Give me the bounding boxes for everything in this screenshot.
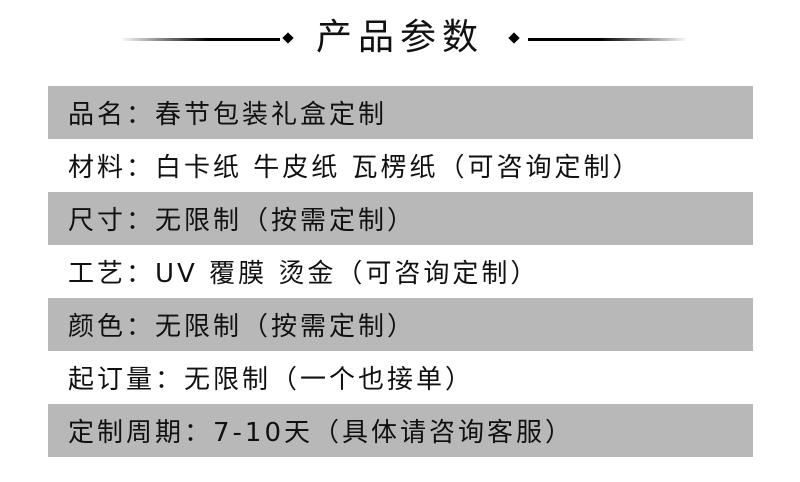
param-row-text: 工艺：UV 覆膜 烫金（可咨询定制） bbox=[68, 259, 540, 289]
param-row-craft: 工艺：UV 覆膜 烫金（可咨询定制） bbox=[48, 245, 753, 298]
param-row-name: 品名：春节包装礼盒定制 bbox=[48, 86, 753, 139]
param-row-moq: 起订量：无限制（一个也接单） bbox=[48, 351, 753, 404]
decorative-line-left bbox=[120, 38, 280, 41]
section-header: 产品参数 bbox=[0, 0, 800, 82]
section-title: 产品参数 bbox=[315, 17, 484, 58]
param-row-size: 尺寸：无限制（按需定制） bbox=[48, 192, 753, 245]
param-row-text: 材料：白卡纸 牛皮纸 瓦楞纸（可咨询定制） bbox=[68, 153, 642, 183]
param-row-text: 品名：春节包装礼盒定制 bbox=[68, 100, 388, 130]
param-row-text: 起订量：无限制（一个也接单） bbox=[68, 365, 475, 395]
param-row-material: 材料：白卡纸 牛皮纸 瓦楞纸（可咨询定制） bbox=[48, 139, 753, 192]
parameter-table: 品名：春节包装礼盒定制 材料：白卡纸 牛皮纸 瓦楞纸（可咨询定制） 尺寸：无限制… bbox=[48, 86, 753, 457]
param-row-text: 尺寸：无限制（按需定制） bbox=[68, 206, 417, 236]
param-row-color: 颜色：无限制（按需定制） bbox=[48, 298, 753, 351]
param-row-text: 颜色：无限制（按需定制） bbox=[68, 312, 417, 342]
param-row-lead-time: 定制周期：7-10天（具体请咨询客服） bbox=[48, 404, 753, 457]
decorative-line-right bbox=[528, 38, 688, 41]
param-row-text: 定制周期：7-10天（具体请咨询客服） bbox=[68, 418, 575, 448]
